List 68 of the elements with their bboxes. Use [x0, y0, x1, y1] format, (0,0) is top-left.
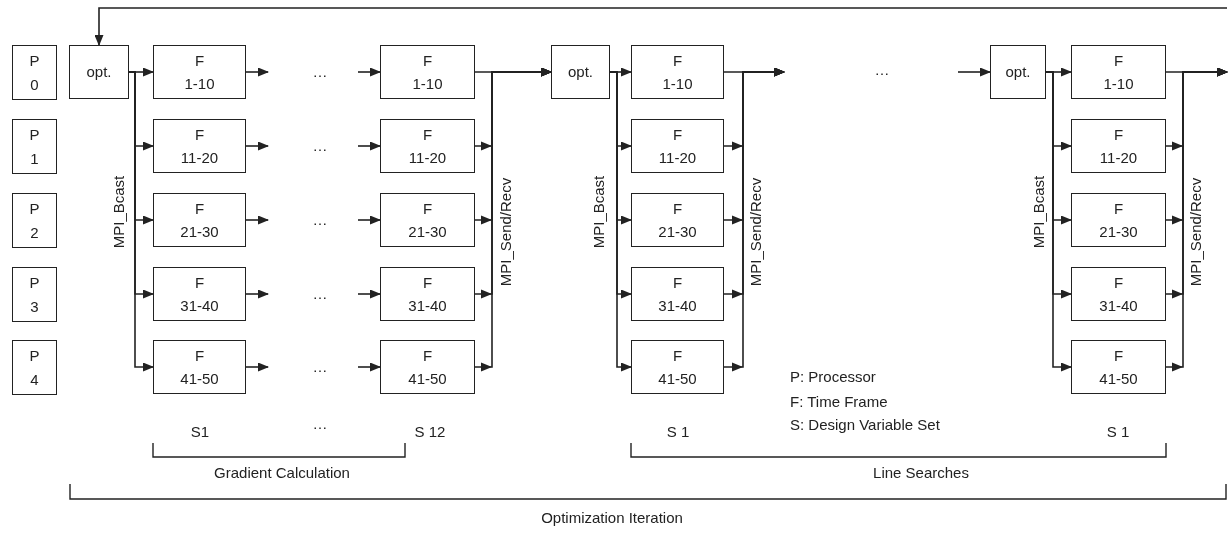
legend-text: P: Processor	[790, 368, 876, 386]
legend-text: S: Design Variable Set	[790, 416, 940, 434]
label: …	[312, 63, 328, 81]
process-box: F 21-30	[380, 193, 475, 247]
arrow	[94, 7, 1228, 46]
label: …	[312, 358, 328, 376]
arrow	[723, 67, 785, 368]
process-box: P 2	[12, 193, 57, 248]
label: …	[312, 285, 328, 303]
legend-text: F: Time Frame	[790, 393, 888, 411]
process-box: opt.	[69, 45, 129, 99]
arrow	[1165, 67, 1228, 368]
process-box: F 11-20	[153, 119, 246, 173]
label: Optimization Iteration	[541, 509, 683, 527]
label: Gradient Calculation	[214, 464, 350, 482]
label: …	[312, 415, 328, 433]
arrow	[357, 289, 381, 299]
label: Line Searches	[873, 464, 969, 482]
arrow	[245, 141, 269, 151]
process-box: P 0	[12, 45, 57, 100]
process-box: F 11-20	[631, 119, 724, 173]
process-box: F 1-10	[153, 45, 246, 99]
process-box: opt.	[551, 45, 610, 99]
process-box: F 41-50	[1071, 340, 1166, 394]
process-box: F 21-30	[1071, 193, 1166, 247]
label: S 1	[1106, 423, 1130, 441]
process-box: F 1-10	[1071, 45, 1166, 99]
process-box: opt.	[990, 45, 1046, 99]
process-box: F 21-30	[153, 193, 246, 247]
process-box: F 1-10	[631, 45, 724, 99]
process-box: F 11-20	[1071, 119, 1166, 173]
vertical-label: MPI_Send/Recv	[497, 177, 515, 287]
arrow	[357, 362, 381, 372]
vertical-label: MPI_Send/Recv	[1187, 177, 1205, 287]
arrow	[245, 362, 269, 372]
arrow	[357, 141, 381, 151]
process-box: F 41-50	[153, 340, 246, 394]
arrow	[245, 289, 269, 299]
process-box: F 31-40	[631, 267, 724, 321]
arrow	[357, 67, 381, 77]
arrow	[957, 67, 991, 77]
process-box: P 3	[12, 267, 57, 322]
process-box: F 11-20	[380, 119, 475, 173]
label: …	[874, 61, 890, 79]
vertical-label: MPI_Send/Recv	[747, 177, 765, 287]
vertical-label: MPI_Bcast	[110, 175, 128, 249]
arrow	[245, 67, 269, 77]
process-box: F 41-50	[631, 340, 724, 394]
arrow	[245, 215, 269, 225]
label: S 1	[666, 423, 690, 441]
vertical-label: MPI_Bcast	[1030, 175, 1048, 249]
arrow	[357, 215, 381, 225]
arrow	[474, 67, 552, 368]
label: …	[312, 211, 328, 229]
process-box: F 41-50	[380, 340, 475, 394]
process-box: F 21-30	[631, 193, 724, 247]
label: …	[312, 137, 328, 155]
process-box: P 4	[12, 340, 57, 395]
process-box: P 1	[12, 119, 57, 174]
label: S1	[190, 423, 210, 441]
arrow	[128, 71, 154, 372]
process-box: F 1-10	[380, 45, 475, 99]
process-box: F 31-40	[380, 267, 475, 321]
label: S 12	[414, 423, 446, 441]
process-box: F 31-40	[1071, 267, 1166, 321]
vertical-label: MPI_Bcast	[590, 175, 608, 249]
process-box: F 31-40	[153, 267, 246, 321]
arrow	[1045, 71, 1072, 372]
